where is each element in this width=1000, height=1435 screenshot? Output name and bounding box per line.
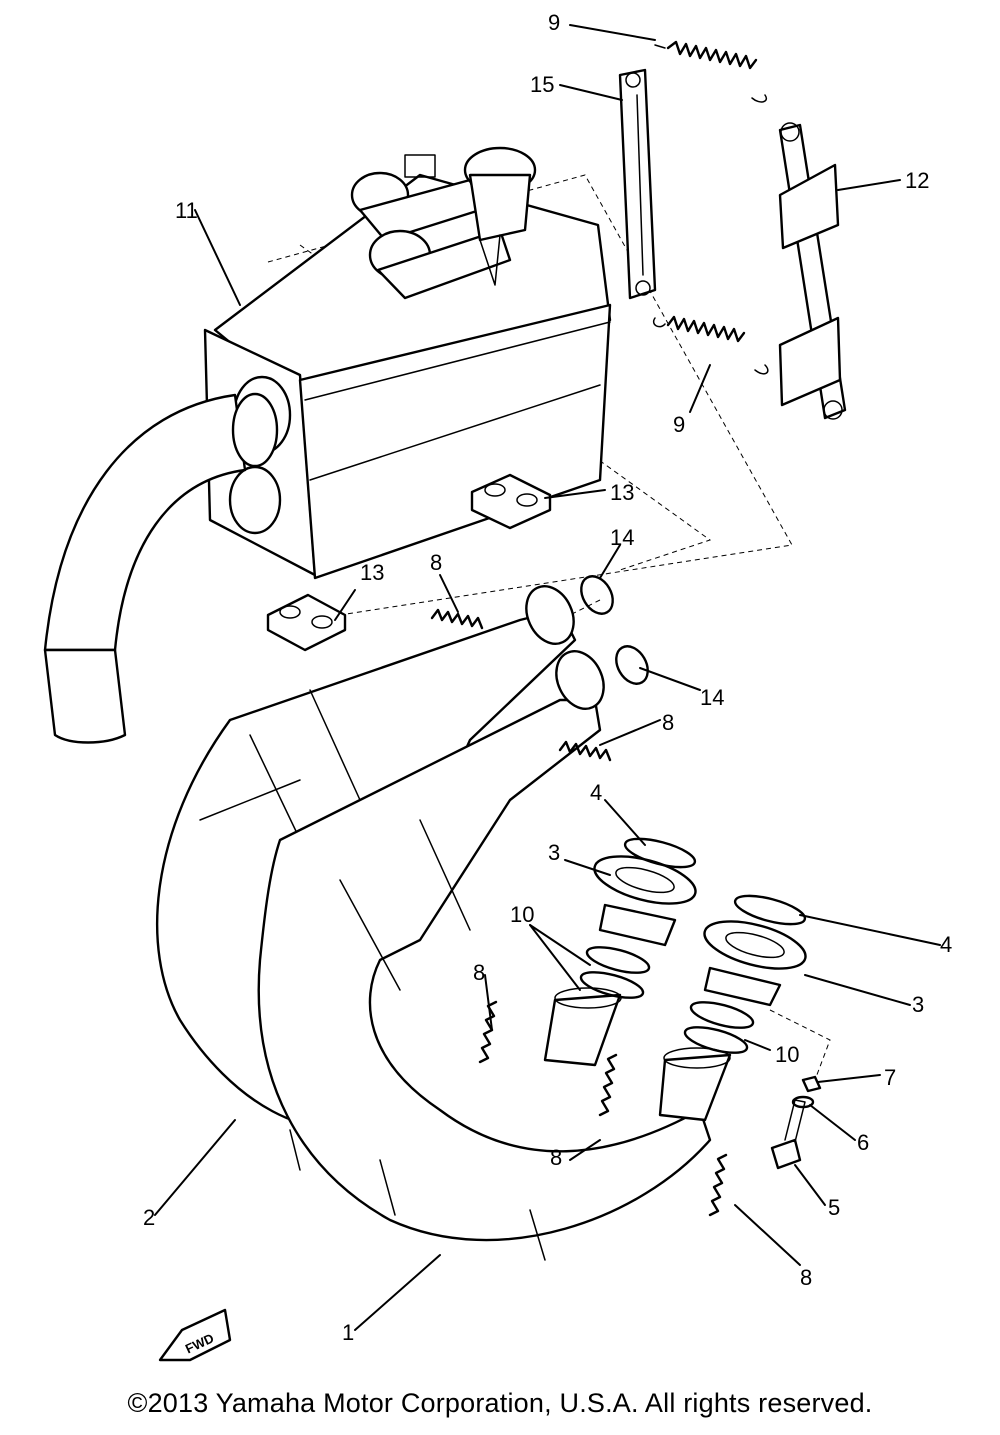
callout-14-upper: 14 <box>610 525 634 550</box>
callout-10-right: 10 <box>775 1042 799 1067</box>
part-9-spring-top <box>654 40 767 103</box>
part-14-ring-upper <box>580 575 614 615</box>
callout-labels: 9 15 11 12 9 13 13 8 14 14 8 4 3 10 4 8 … <box>143 10 952 1345</box>
part-9-spring-mid <box>653 315 769 375</box>
header-pipe-right <box>658 1047 732 1122</box>
part-14-ring-lower <box>615 645 649 685</box>
part-11-silencer-box <box>203 146 612 580</box>
callout-9-mid: 9 <box>673 412 685 437</box>
callout-1: 1 <box>342 1320 354 1345</box>
callout-2: 2 <box>143 1205 155 1230</box>
callout-13-upper: 13 <box>610 480 634 505</box>
part-8-spring-e <box>708 1153 728 1217</box>
part-7-nut <box>801 1075 822 1093</box>
callout-7: 7 <box>884 1065 896 1090</box>
callout-10-left: 10 <box>510 902 534 927</box>
callout-4-lower: 4 <box>940 932 952 957</box>
part-4-gasket-upper <box>623 837 697 869</box>
part-8-spring-b <box>558 740 612 762</box>
part-10-rings-left <box>579 946 651 999</box>
part-3-joint-left <box>593 855 697 947</box>
part-8-spring-a <box>430 608 484 630</box>
header-pipe-left <box>543 987 622 1067</box>
callout-9-top: 9 <box>548 10 560 35</box>
part-8-spring-d <box>598 1053 618 1117</box>
callout-15: 15 <box>530 72 554 97</box>
copyright-notice: ©2013 Yamaha Motor Corporation, U.S.A. A… <box>127 1388 873 1418</box>
callout-11: 11 <box>175 198 198 223</box>
callout-6: 6 <box>857 1130 869 1155</box>
callout-3-lower: 3 <box>912 992 924 1017</box>
part-5-bolt <box>770 1099 806 1170</box>
part-13-mount-lower <box>266 593 347 652</box>
callout-8-a: 8 <box>430 550 442 575</box>
intake-duct-hose <box>43 392 279 744</box>
callout-14-lower: 14 <box>700 685 724 710</box>
callout-5: 5 <box>828 1195 840 1220</box>
callout-4-upper: 4 <box>590 780 602 805</box>
part-15-bracket <box>618 68 657 300</box>
callout-3-upper: 3 <box>548 840 560 865</box>
part-13-mount-upper <box>470 473 552 530</box>
callout-8-b: 8 <box>662 710 674 735</box>
leader-lines <box>154 24 941 1331</box>
callout-8-d: 8 <box>550 1145 562 1170</box>
part-12-stay <box>778 122 847 420</box>
callout-8-c: 8 <box>473 960 485 985</box>
part-10-rings-right <box>683 1001 755 1054</box>
callout-13-lower: 13 <box>360 560 384 585</box>
part-4-gasket-lower <box>733 894 807 926</box>
part-8-spring-c <box>478 1000 498 1064</box>
part-3-joint-right <box>703 920 807 1007</box>
fwd-arrow: FWD <box>158 1308 232 1362</box>
callout-8-e: 8 <box>800 1265 812 1290</box>
part-6-washer <box>791 1095 815 1109</box>
exhaust-parts-diagram: FWD 9 15 11 12 9 13 13 <box>43 10 952 1362</box>
part-1-exhaust-chamber <box>257 650 712 1261</box>
callout-12: 12 <box>905 168 929 193</box>
